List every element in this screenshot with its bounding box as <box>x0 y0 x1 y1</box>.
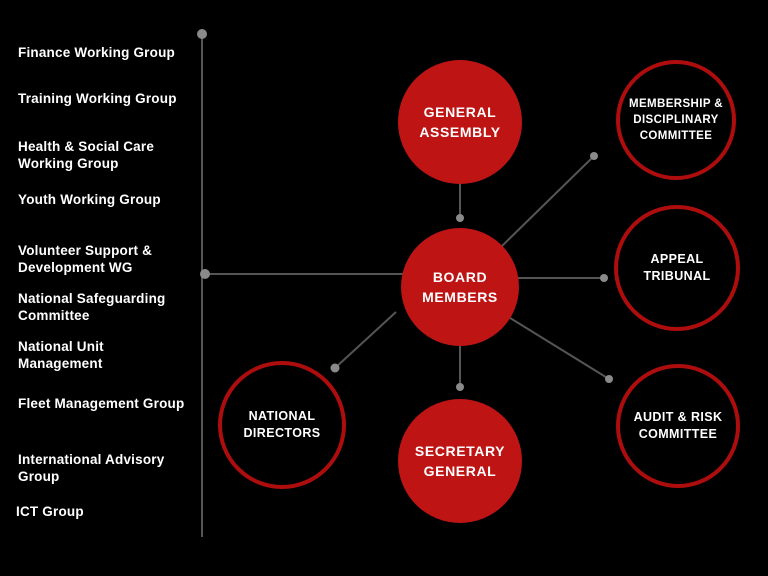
junction-dot <box>200 269 210 279</box>
list-item-fleet-mgmt: Fleet Management Group <box>18 396 185 411</box>
list-item-training-wg: Training Working Group <box>18 91 177 106</box>
node-label: AUDIT & RISK COMMITTEE <box>633 410 723 441</box>
node-label: APPEAL TRIBUNAL <box>643 252 711 283</box>
node-general-assembly: GENERAL ASSEMBLY <box>398 60 522 184</box>
junction-dot <box>330 363 340 373</box>
node-appeal-tribunal: APPEAL TRIBUNAL <box>614 205 740 331</box>
node-board-members: BOARD MEMBERS <box>401 228 519 346</box>
node-membership-disciplinary-committee: MEMBERSHIP & DISCIPLINARY COMMITTEE <box>616 60 736 180</box>
list-item-youth-wg: Youth Working Group <box>18 192 161 207</box>
node-label: SECRETARY GENERAL <box>414 443 506 479</box>
junction-dot <box>456 214 464 222</box>
junction-dot <box>197 29 207 39</box>
node-label: MEMBERSHIP & DISCIPLINARY COMMITTEE <box>628 98 724 142</box>
junction-dot <box>605 375 613 383</box>
junction-dot <box>590 152 598 160</box>
connector-board-national <box>334 311 397 369</box>
node-label: BOARD MEMBERS <box>422 269 498 305</box>
node-audit-risk-committee: AUDIT & RISK COMMITTEE <box>616 364 740 488</box>
node-national-directors: NATIONAL DIRECTORS <box>218 361 346 489</box>
node-secretary-general: SECRETARY GENERAL <box>398 399 522 523</box>
list-item-intl-advisory: International Advisory Group <box>18 452 165 484</box>
list-item-national-unit: National Unit Management <box>18 339 104 371</box>
junction-dot <box>600 274 608 282</box>
node-label: NATIONAL DIRECTORS <box>243 409 321 440</box>
node-label: GENERAL ASSEMBLY <box>419 104 501 140</box>
list-item-volunteer-wg: Volunteer Support & Development WG <box>18 243 153 275</box>
junction-dot <box>456 383 464 391</box>
list-item-health-social-wg: Health & Social Care Working Group <box>18 139 155 171</box>
list-item-safeguarding: National Safeguarding Committee <box>18 291 166 323</box>
list-item-ict: ICT Group <box>16 504 84 519</box>
list-item-finance-wg: Finance Working Group <box>18 45 175 60</box>
